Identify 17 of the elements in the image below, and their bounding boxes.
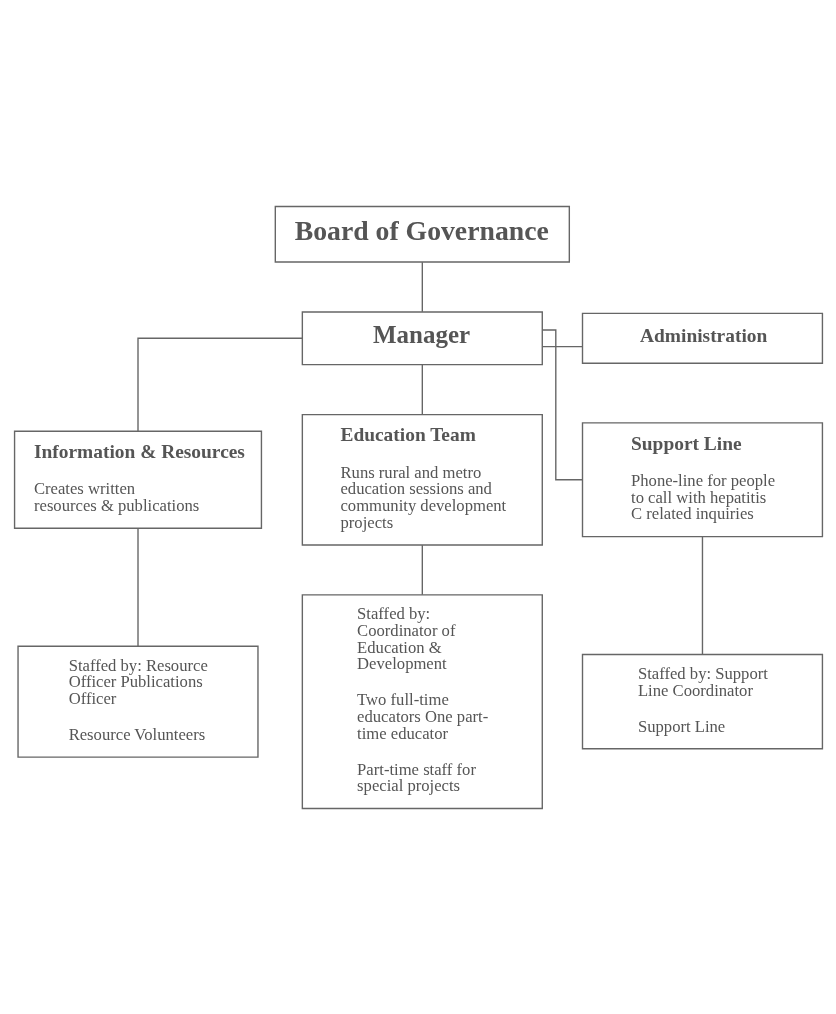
node-box: Board of Governance	[274, 205, 570, 263]
node-box: Manager	[301, 310, 543, 365]
node-box: Staffed by: Support Line Coordinator Support Line	[581, 653, 823, 749]
connector	[541, 345, 583, 347]
connector	[421, 363, 423, 415]
node-box: Staffed by: Coordinator of Education & Development Two full-time educators One part-time educator Part-time staff for special projects	[301, 593, 543, 809]
node-box: Education Team Runs rural and metro education sessions and community development projects	[301, 413, 543, 546]
connector	[421, 260, 423, 312]
node-box: Administration	[581, 312, 823, 364]
node-box: Information & Resources Creates written resources & publications	[13, 430, 262, 529]
connector	[421, 543, 423, 595]
connector	[136, 527, 139, 647]
connector	[701, 535, 703, 655]
node-box: Staffed by: Resource Officer Publications Officer Resource Volunteers	[16, 645, 259, 758]
connector	[136, 337, 303, 432]
connector	[541, 328, 583, 480]
node-box: Support Line Phone-line for people to call with hepatitis C related inquiries	[581, 421, 823, 537]
